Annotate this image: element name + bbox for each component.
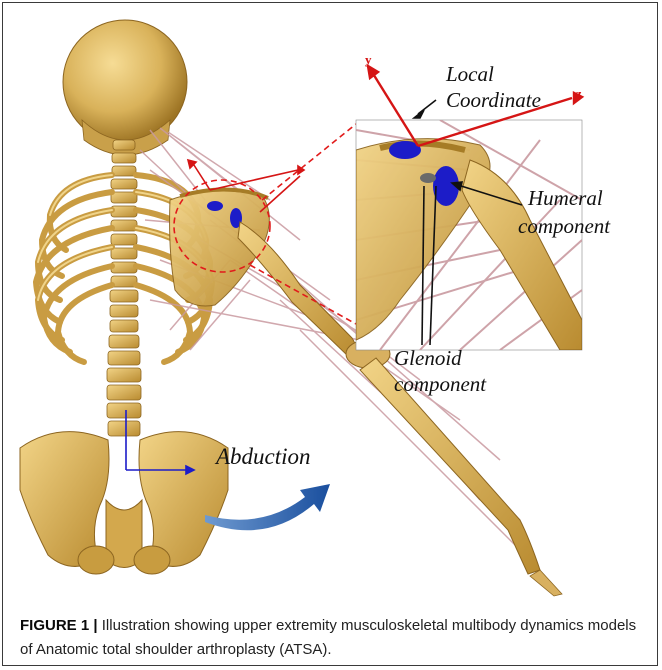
abduction-label: Abduction [216,444,311,470]
figure-caption: FIGURE 1 | Illustration showing upper ex… [20,614,645,662]
humeral-label-line1: Humeral [528,186,603,211]
axis-y-label: y [365,52,372,68]
figure-number: FIGURE 1 [20,617,89,634]
pelvis [20,432,228,574]
caption-text: Illustration showing upper extremity mus… [20,617,636,658]
figure-illustration: y z Local Coordinate Humeral component G… [0,0,662,598]
local-label-line1: Local [446,62,494,87]
skeleton-illustration [0,0,662,598]
axis-z-label: z [576,86,582,102]
glenoid-label-line2: component [394,372,486,397]
humeral-label-line2: component [518,214,610,239]
local-label-line2: Coordinate [446,88,541,113]
glenoid-label-line1: Glenoid [394,346,462,371]
